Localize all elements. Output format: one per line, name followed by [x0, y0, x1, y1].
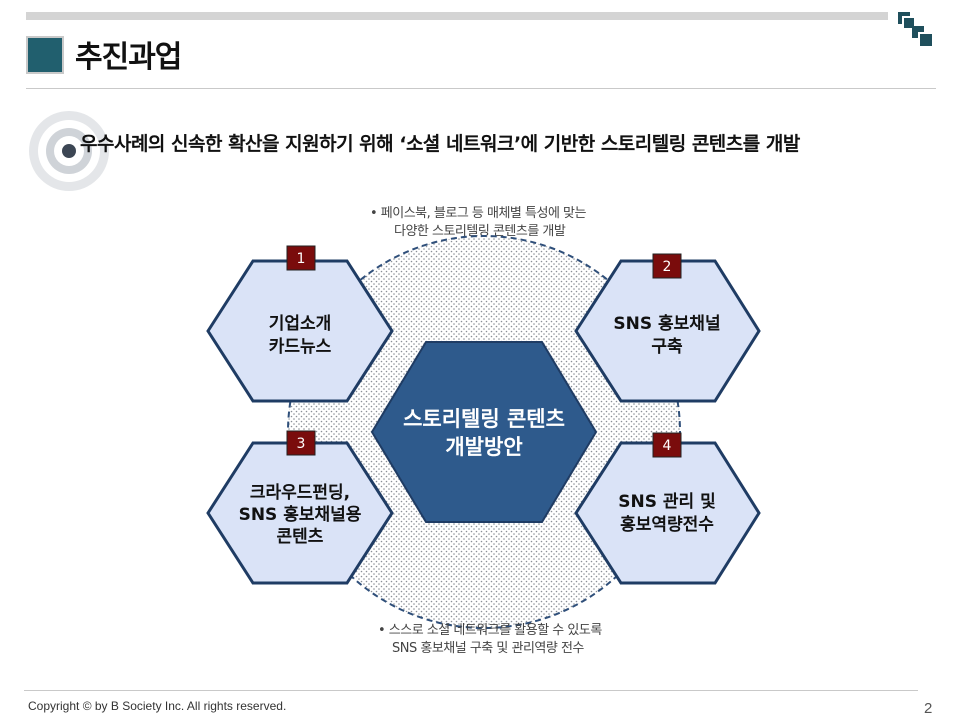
target-icon	[29, 111, 109, 191]
copyright: Copyright © by B Society Inc. All rights…	[28, 699, 287, 713]
badge-4-number: 4	[663, 438, 672, 454]
item-4-line-1: SNS 관리 및	[618, 492, 715, 512]
item-2-line-2: 구축	[651, 337, 683, 357]
item-3-line-3: 콘텐츠	[277, 527, 324, 547]
title-divider	[26, 88, 936, 89]
hexagon-item-3: 크라우드펀딩, SNS 홍보채널용 콘텐츠	[206, 441, 394, 585]
item-1-line-1: 기업소개	[269, 314, 332, 334]
item-3-line-2: SNS 홍보채널용	[239, 504, 362, 525]
note-top: • 페이스북, 블로그 등 매체별 특성에 맞는 다양한 스토리텔링 콘텐츠를 …	[370, 205, 586, 241]
hexagon-item-2: SNS 홍보채널 구축	[574, 259, 761, 403]
subtitle: 우수사례의 신속한 확산을 지원하기 위해 ‘소셜 네트워크’에 기반한 스토리…	[80, 133, 800, 155]
note-top-line-2: 다양한 스토리텔링 콘텐츠를 개발	[394, 224, 566, 239]
note-bottom-line-1: • 스스로 소셜 네트워크를 활용할 수 있도록	[378, 623, 602, 638]
badge-2: 2	[652, 253, 682, 279]
item-4-line-2: 홍보역량전수	[620, 514, 714, 535]
note-top-line-1: • 페이스북, 블로그 등 매체별 특성에 맞는	[370, 206, 586, 221]
item-2-line-1: SNS 홍보채널	[613, 313, 720, 334]
badge-3: 3	[286, 430, 316, 456]
badge-3-number: 3	[297, 436, 306, 452]
footer-divider	[24, 690, 918, 691]
hexagon-item-4: SNS 관리 및 홍보역량전수	[574, 441, 761, 585]
hexagon-item-1: 기업소개 카드뉴스	[206, 259, 394, 403]
page-number: 2	[924, 700, 933, 717]
note-bottom-line-2: SNS 홍보채널 구축 및 관리역량 전수	[392, 641, 584, 656]
badge-2-number: 2	[663, 259, 672, 275]
corner-logo-icon	[898, 12, 932, 46]
center-line-1: 스토리텔링 콘텐츠	[403, 407, 565, 431]
badge-1: 1	[286, 245, 316, 271]
top-bar	[26, 12, 888, 20]
center-hexagon: 스토리텔링 콘텐츠 개발방안	[370, 341, 598, 523]
page-title: 추진과업	[75, 40, 182, 75]
item-3-line-1: 크라우드펀딩,	[250, 483, 350, 503]
center-line-2: 개발방안	[445, 435, 522, 459]
badge-4: 4	[652, 432, 682, 458]
badge-1-number: 1	[297, 251, 306, 267]
note-bottom: • 스스로 소셜 네트워크를 활용할 수 있도록 SNS 홍보채널 구축 및 관…	[378, 622, 602, 658]
title-square-icon	[26, 36, 64, 74]
item-1-line-2: 카드뉴스	[269, 337, 332, 357]
